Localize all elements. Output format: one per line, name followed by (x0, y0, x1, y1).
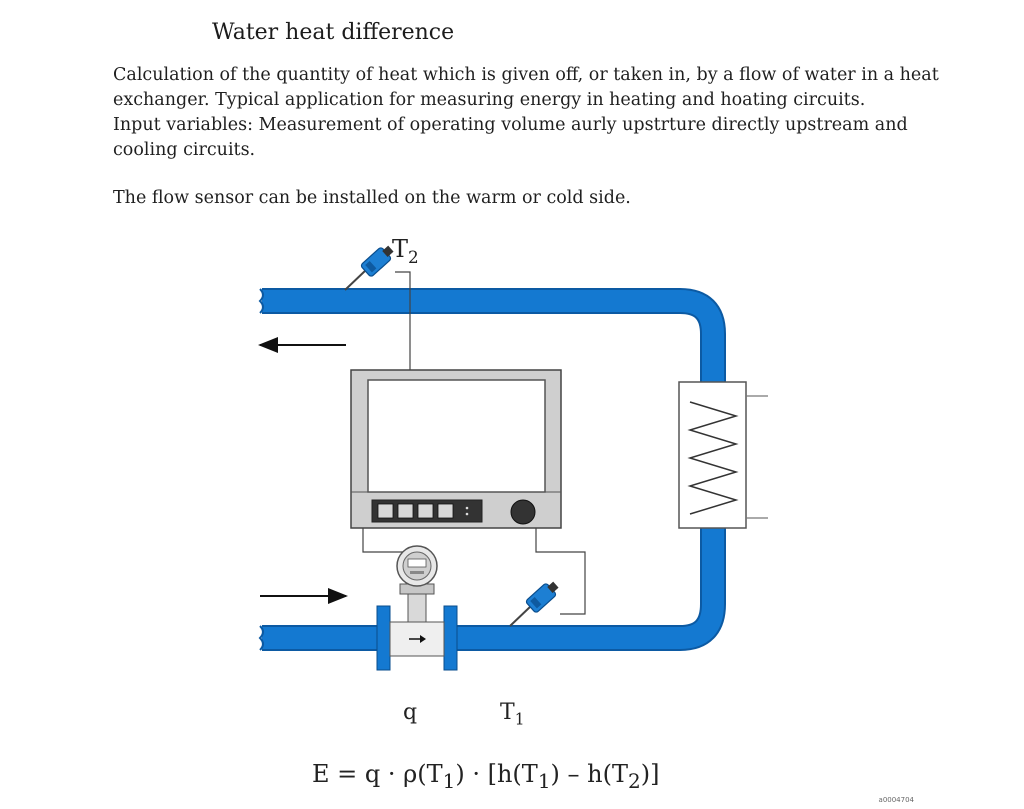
button-icon (377, 503, 394, 519)
button-icon (397, 503, 414, 519)
button-icon (437, 503, 454, 519)
knob-icon (510, 499, 536, 525)
flow-sensor-note: The flow sensor can be installed on the … (113, 188, 631, 208)
meter-display (407, 558, 427, 568)
document-id: a0004704 (878, 796, 914, 804)
energy-calculator (350, 369, 562, 529)
description-line: exchanger. Typical application for measu… (113, 90, 866, 110)
t2-label: T2 (392, 235, 419, 267)
button-icon (417, 503, 434, 519)
temperature-sensor-t1 (509, 581, 559, 627)
heat-exchanger (678, 381, 768, 529)
energy-formula: E = q · ρ(T1) · [h(T1) – h(T2)] (312, 760, 660, 793)
display-screen (367, 379, 546, 493)
page-title: Water heat difference (212, 20, 455, 45)
description-line: cooling circuits. (113, 140, 256, 160)
signal-wires (362, 271, 586, 615)
q-label: q (403, 700, 418, 725)
pipe-loop (258, 288, 726, 651)
description: Calculation of the quantity of heat whic… (113, 63, 943, 163)
description-line: Input variables: Measurement of operatin… (113, 115, 908, 135)
coil-icon (687, 401, 739, 515)
flow-meter (376, 545, 458, 671)
t1-label: T1 (500, 700, 525, 729)
temperature-sensor-t2 (344, 245, 394, 291)
description-line: Calculation of the quantity of heat whic… (113, 65, 939, 85)
